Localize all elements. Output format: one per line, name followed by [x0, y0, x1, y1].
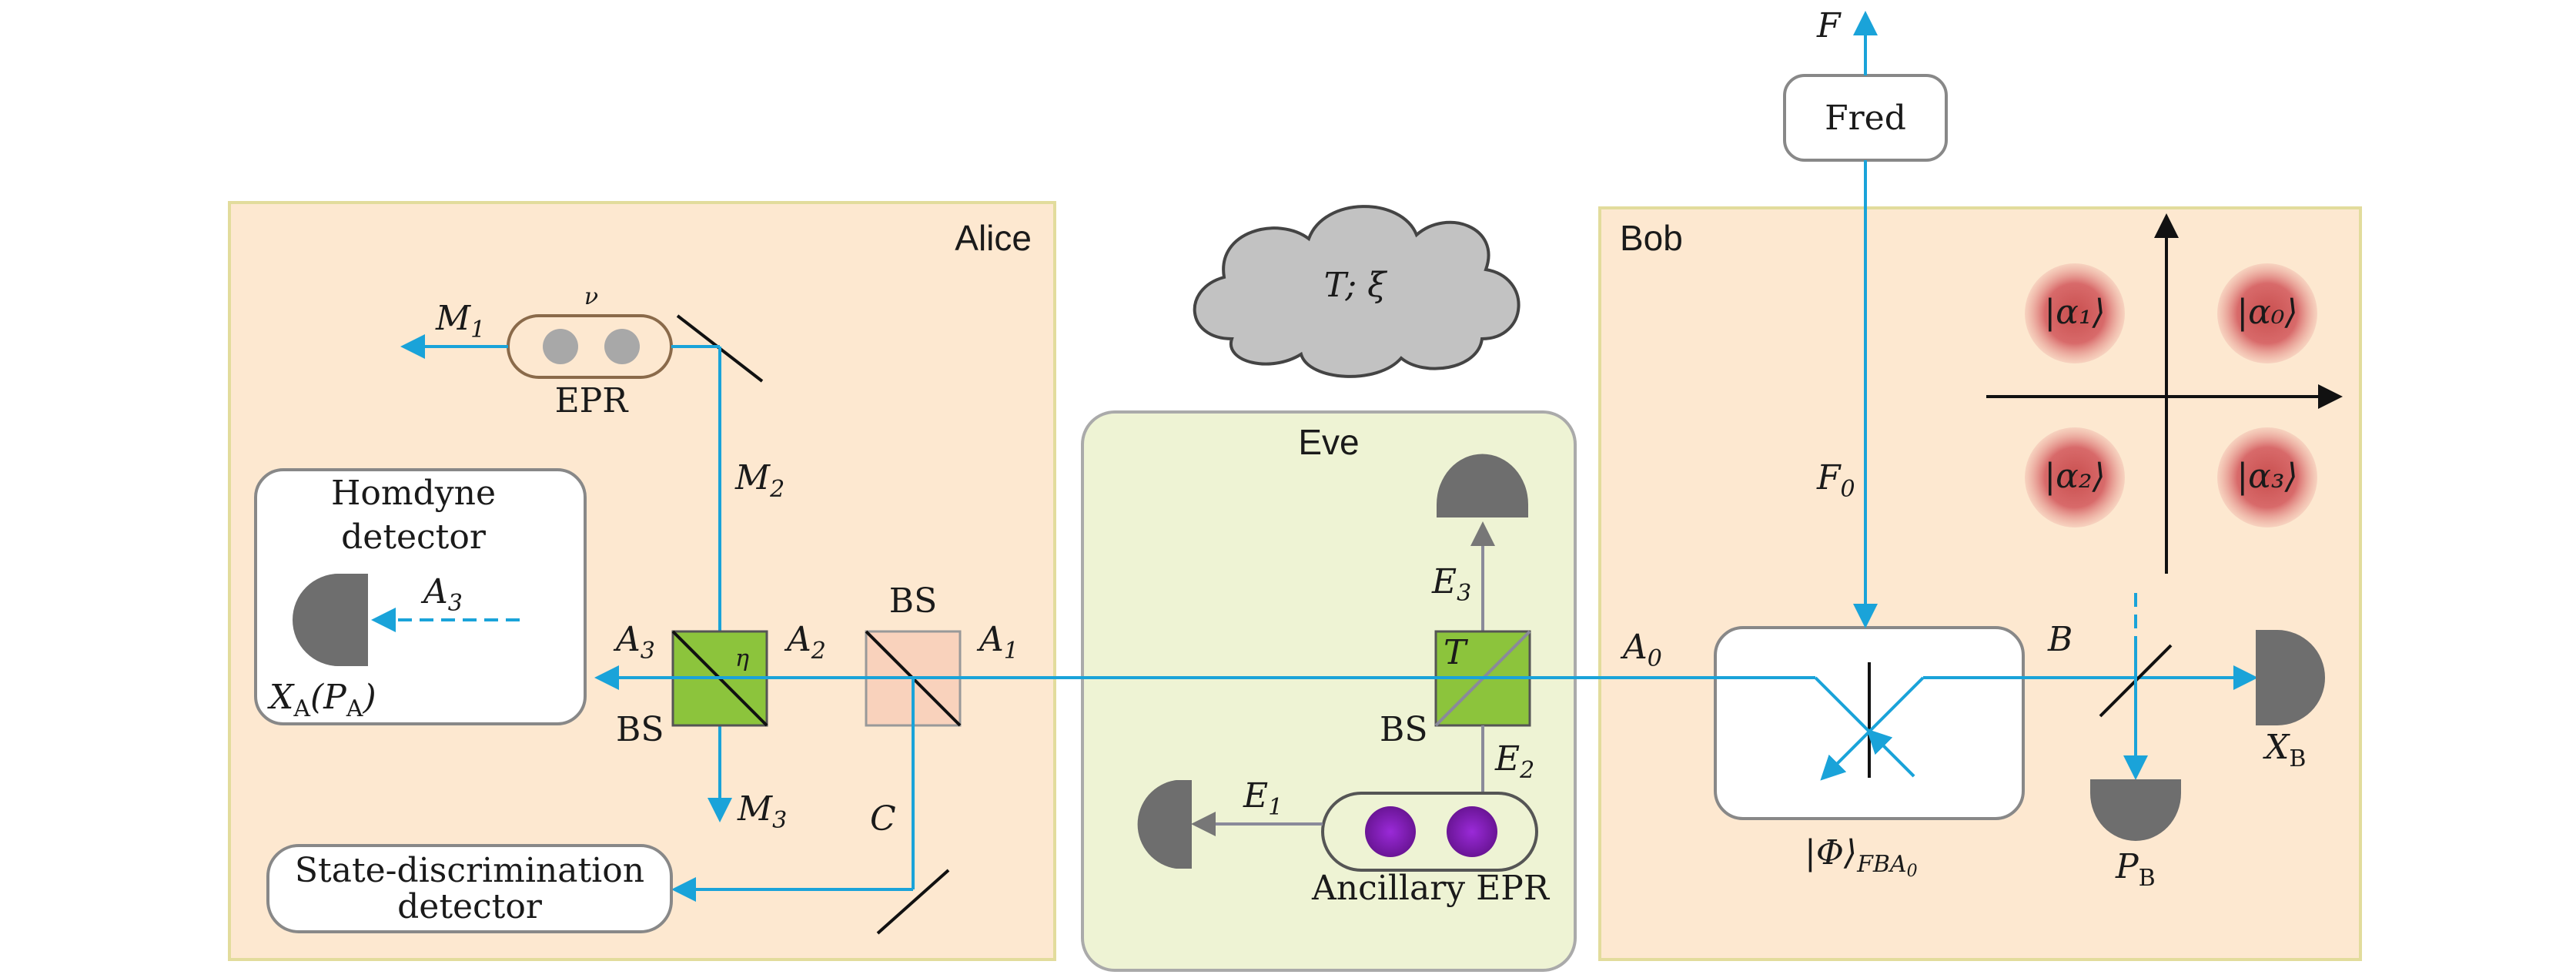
ancillary-mode-right [1447, 806, 1497, 857]
alice-mirror-bottom [876, 869, 950, 935]
eve-detector-left [1137, 780, 1192, 869]
eve-title: Eve [1298, 422, 1359, 462]
label-e3: E3 [1431, 562, 1471, 607]
state-alpha0 [2217, 263, 2317, 363]
label-xa-pa: XA(PA) [267, 678, 376, 722]
bell-inner-left-out [1820, 730, 1871, 781]
label-xb: XB [2263, 728, 2306, 772]
state-disc-title-2: detector [397, 887, 543, 926]
alice-epr-label: EPR [555, 381, 630, 420]
label-a2: A2 [784, 620, 826, 665]
state-discrimination-detector [266, 844, 673, 933]
label-eve-bs: BS [1380, 710, 1427, 749]
label-c: C [870, 799, 896, 839]
label-e2: E2 [1494, 739, 1534, 784]
state-alpha1 [2025, 263, 2125, 363]
state-alpha2 [2025, 427, 2125, 528]
alice-title: Alice [955, 218, 1032, 258]
bell-inner-right-in [1868, 676, 1925, 733]
bell-inner-right-arrow [1866, 728, 1915, 778]
epr-mode-right [604, 329, 640, 364]
label-alpha3: |α₃⟩ [2236, 457, 2297, 496]
label-f0: F0 [1816, 458, 1855, 503]
label-a1: A1 [976, 620, 1019, 665]
homodyne-detector-body [293, 574, 368, 666]
label-alpha1: |α₁⟩ [2044, 293, 2105, 332]
alice-epr-source [507, 314, 673, 379]
ancillary-mode-left [1365, 806, 1416, 857]
label-a3: A3 [613, 620, 655, 665]
label-m2: M2 [734, 458, 785, 503]
eve-detector-top [1437, 454, 1528, 517]
label-bs-top: BS [889, 581, 937, 621]
label-bs-bottom: BS [616, 710, 664, 749]
label-phi-state: |Φ⟩FBA0 [1805, 833, 1918, 881]
label-alpha2: |α₂⟩ [2044, 457, 2105, 496]
label-eta: η [735, 645, 749, 672]
label-f: F [1816, 6, 1842, 45]
bob-title: Bob [1620, 218, 1683, 258]
fred-label: Fred [1825, 99, 1906, 138]
detector-xb [2256, 630, 2325, 725]
label-m1: M1 [435, 299, 485, 343]
label-e1: E1 [1243, 776, 1283, 821]
label-a0: A0 [1620, 628, 1662, 672]
epr-nu-label: ν [584, 283, 598, 310]
state-disc-title-1: State-discrimination [295, 851, 644, 890]
channel-label: T; ξ [1324, 266, 1389, 305]
label-pb: PB [2115, 847, 2156, 892]
channel-cloud [1193, 205, 1521, 378]
label-ancillary: Ancillary EPR [1311, 869, 1551, 908]
bell-inner-left-in [1814, 676, 1871, 733]
homodyne-title-2: detector [341, 517, 487, 557]
eve-ancillary-epr [1321, 792, 1538, 872]
epr-mode-left [543, 329, 578, 364]
label-t: T [1444, 633, 1469, 672]
state-alpha3 [2217, 427, 2317, 528]
label-alpha0: |α₀⟩ [2236, 293, 2297, 332]
label-m3: M3 [737, 789, 787, 834]
homodyne-title-1: Homdyne [331, 474, 496, 513]
label-a3-inside: A3 [420, 572, 463, 617]
detector-pb [2090, 779, 2181, 841]
label-b: B [2047, 620, 2073, 659]
